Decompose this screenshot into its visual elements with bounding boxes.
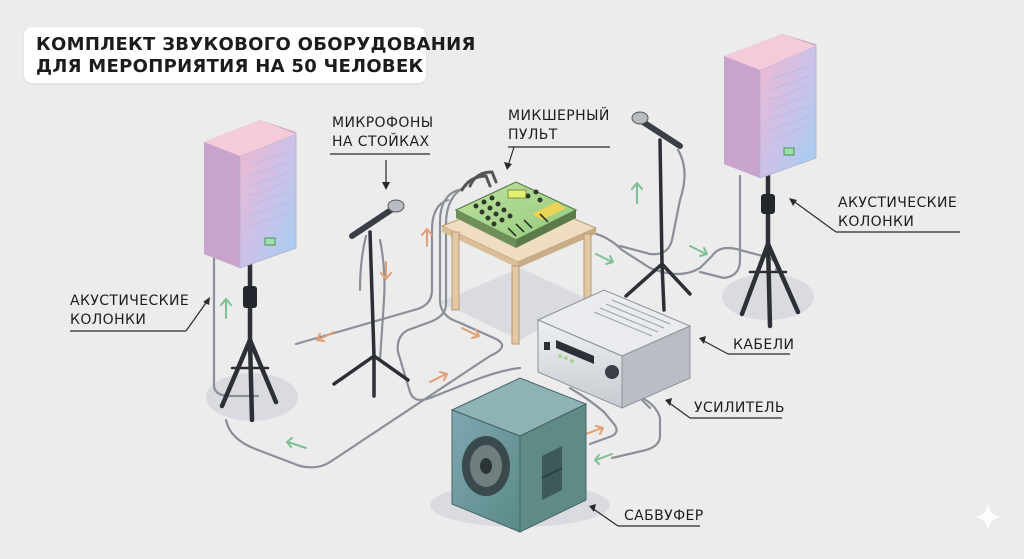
sparkle-icon	[974, 503, 1002, 531]
label-mixer: МИКШЕРНЫЙ ПУЛЬТ	[508, 107, 610, 145]
title-line-1: КОМПЛЕКТ ЗВУКОВОГО ОБОРУДОВАНИЯ	[36, 34, 476, 55]
label-microphones: МИКРОФОНЫ НА СТОЙКАХ	[332, 114, 434, 152]
label-amplifier: УСИЛИТЕЛЬ	[694, 400, 785, 416]
label-speakers-left: АКУСТИЧЕСКИЕ КОЛОНКИ	[70, 292, 189, 330]
label-cables: КАБЕЛИ	[733, 337, 795, 353]
label-speakers-right-line-2: КОЛОНКИ	[838, 214, 915, 230]
label-speakers-right: АКУСТИЧЕСКИЕ КОЛОНКИ	[838, 194, 957, 232]
title-box: КОМПЛЕКТ ЗВУКОВОГО ОБОРУДОВАНИЯ ДЛЯ МЕРО…	[24, 27, 475, 83]
label-microphones-line-1: МИКРОФОНЫ	[332, 115, 434, 131]
title-line-2: ДЛЯ МЕРОПРИЯТИЯ НА 50 ЧЕЛОВЕК	[36, 56, 424, 77]
speaker-right	[724, 34, 817, 329]
subwoofer	[450, 377, 588, 533]
label-subwoofer: САБВУФЕР	[624, 508, 704, 524]
microphone-right	[624, 111, 692, 312]
label-pointers	[70, 146, 960, 527]
microphone-left	[332, 199, 410, 398]
label-speakers-right-line-1: АКУСТИЧЕСКИЕ	[838, 195, 958, 211]
speaker-left	[204, 120, 297, 423]
signal-arrows	[220, 182, 708, 465]
label-mixer-line-2: ПУЛЬТ	[508, 127, 558, 143]
label-speakers-left-line-1: АКУСТИЧЕСКИЕ	[70, 293, 190, 309]
mixer-on-table	[440, 170, 598, 345]
amplifier	[536, 289, 692, 409]
label-microphones-line-2: НА СТОЙКАХ	[332, 134, 430, 150]
label-mixer-line-1: МИКШЕРНЫЙ	[508, 108, 610, 124]
label-speakers-left-line-2: КОЛОНКИ	[70, 312, 147, 328]
